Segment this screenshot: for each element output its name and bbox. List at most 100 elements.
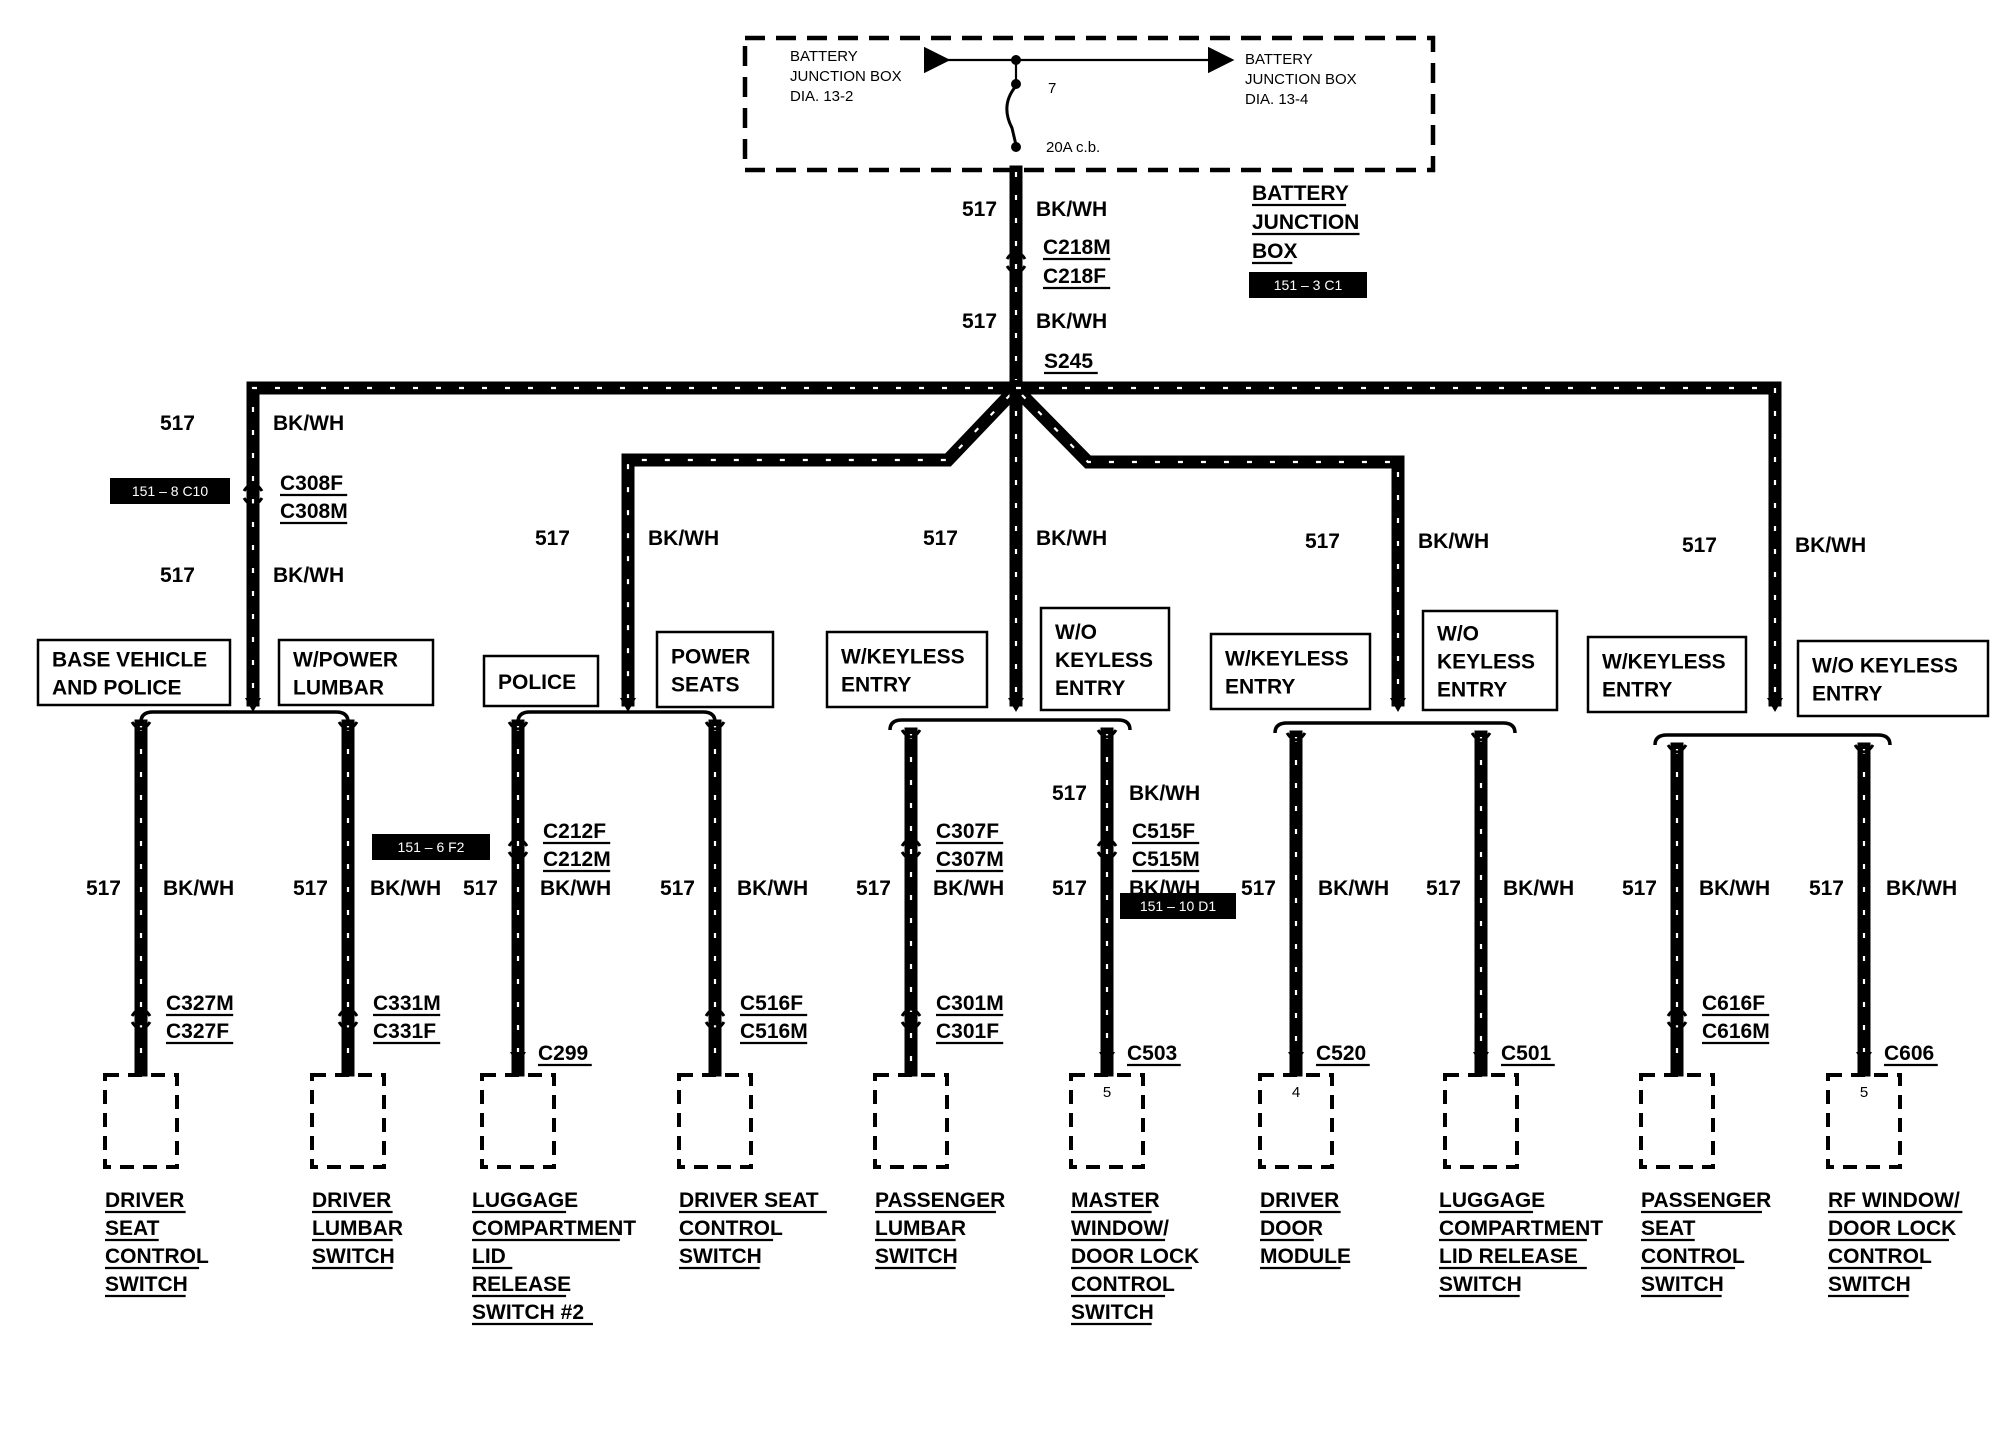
option-label: SEATS	[671, 674, 739, 697]
component-box	[310, 1073, 386, 1169]
option-label: AND POLICE	[52, 677, 182, 700]
connector-label: C503	[1127, 1042, 1177, 1065]
terminal-arrow	[1856, 1052, 1872, 1066]
connector-symbol	[507, 851, 529, 861]
component-name: DRIVER SEAT	[679, 1189, 819, 1212]
connector-label: C331F	[373, 1020, 436, 1043]
wire-stripe	[1016, 386, 1777, 700]
circuit-number: 517	[1052, 782, 1087, 805]
wire-color: BK/WH	[648, 527, 719, 550]
component-box	[1826, 1073, 1902, 1169]
option-box	[1039, 606, 1171, 712]
wire-color: BK/WH	[273, 564, 344, 587]
option-label: KEYLESS	[1055, 649, 1153, 672]
connector-label: C520	[1316, 1042, 1366, 1065]
component-name: LID	[472, 1245, 506, 1268]
option-label: ENTRY	[1812, 683, 1882, 706]
connector-label: C515M	[1132, 848, 1200, 871]
connector-symbol	[704, 1007, 726, 1017]
connector-ref: 151 – 6 F2	[398, 839, 465, 855]
connector-label: C299	[538, 1042, 588, 1065]
bjb-ref: 151 – 3 C1	[1274, 277, 1343, 293]
connector-ref: 151 – 10 D1	[1140, 898, 1216, 914]
option-label: ENTRY	[841, 674, 911, 697]
pin-number: 4	[1292, 1084, 1300, 1101]
wire-color: BK/WH	[1036, 198, 1107, 221]
connector-label: C327F	[166, 1020, 229, 1043]
connector-symbol	[130, 1007, 152, 1017]
option-bus	[1653, 733, 1892, 746]
option-label: LUMBAR	[293, 677, 384, 700]
component-name: SWITCH #2	[472, 1301, 584, 1324]
component-name: DRIVER	[312, 1189, 391, 1212]
terminal-arrow	[1099, 1052, 1115, 1066]
connector-symbol	[507, 721, 529, 731]
wire-stripe	[1021, 394, 1400, 700]
ref-badge-bg	[1249, 272, 1367, 298]
component-name: WINDOW/	[1071, 1217, 1169, 1240]
option-box	[1421, 609, 1559, 712]
bjb-left-ref: JUNCTION BOX	[790, 68, 902, 85]
component-name: CONTROL	[679, 1217, 783, 1240]
connector-label: C307F	[936, 820, 999, 843]
circuit-breaker-symbol	[1005, 85, 1018, 146]
component-name: DRIVER	[105, 1189, 184, 1212]
connector-label: C516M	[740, 1020, 808, 1043]
circuit-number: 517	[660, 877, 695, 900]
wire-stripe	[626, 394, 1011, 700]
component-name: LUGGAGE	[472, 1189, 578, 1212]
component-name: PASSENGER	[875, 1189, 1005, 1212]
connector-label: C516F	[740, 992, 803, 1015]
connector-symbol	[1470, 732, 1492, 742]
option-label: KEYLESS	[1437, 651, 1535, 674]
circuit-number: 517	[1052, 877, 1087, 900]
component-box	[103, 1073, 179, 1169]
circuit-number: 517	[856, 877, 891, 900]
wire-layer	[134, 165, 1871, 1077]
ref-badge-bg	[110, 478, 230, 504]
circuit-number: 517	[1241, 877, 1276, 900]
component-name: CONTROL	[1828, 1245, 1932, 1268]
connector-symbol	[1096, 851, 1118, 861]
connector-symbol	[130, 1021, 152, 1031]
component-box	[480, 1073, 556, 1169]
connector-symbol	[337, 1021, 359, 1031]
circuit-number: 517	[86, 877, 121, 900]
connector-label: C308M	[280, 500, 348, 523]
wire-color: BK/WH	[1795, 534, 1866, 557]
component-name: SEAT	[1641, 1217, 1696, 1240]
bjb-right-ref: DIA. 13-4	[1245, 91, 1308, 108]
connector-symbol	[1096, 837, 1118, 847]
component-name: SWITCH	[1439, 1273, 1522, 1296]
terminal-arrow	[1008, 698, 1024, 712]
wire-color: BK/WH	[1503, 877, 1574, 900]
circuit-number: 517	[160, 412, 195, 435]
component-name: LID RELEASE	[1439, 1245, 1578, 1268]
option-label: W/O	[1437, 623, 1479, 646]
option-label: ENTRY	[1225, 676, 1295, 699]
option-box	[825, 630, 989, 709]
option-bus	[888, 718, 1132, 731]
component-name: CONTROL	[1071, 1273, 1175, 1296]
circuit-number: 517	[160, 564, 195, 587]
bjb-name: JUNCTION	[1252, 211, 1359, 234]
bjb-right-ref: JUNCTION BOX	[1245, 71, 1357, 88]
wire-color: BK/WH	[1318, 877, 1389, 900]
pin-number: 5	[1103, 1084, 1111, 1101]
component-name: SWITCH	[875, 1245, 958, 1268]
wire-color: BK/WH	[1886, 877, 1957, 900]
connector-label: C212F	[543, 820, 606, 843]
connector-label: C307M	[936, 848, 1004, 871]
terminal-arrow	[340, 1012, 356, 1026]
terminal-arrow	[903, 1012, 919, 1026]
wire-color: BK/WH	[1036, 310, 1107, 333]
connector-symbol	[900, 1007, 922, 1017]
connector-label: C308F	[280, 472, 343, 495]
wire-color: BK/WH	[273, 412, 344, 435]
connector-label: C301M	[936, 992, 1004, 1015]
wire-stripe	[251, 386, 1016, 700]
pin-number: 5	[1860, 1084, 1868, 1101]
component-name: CONTROL	[1641, 1245, 1745, 1268]
bjb-left-ref: DIA. 13-2	[790, 88, 853, 105]
